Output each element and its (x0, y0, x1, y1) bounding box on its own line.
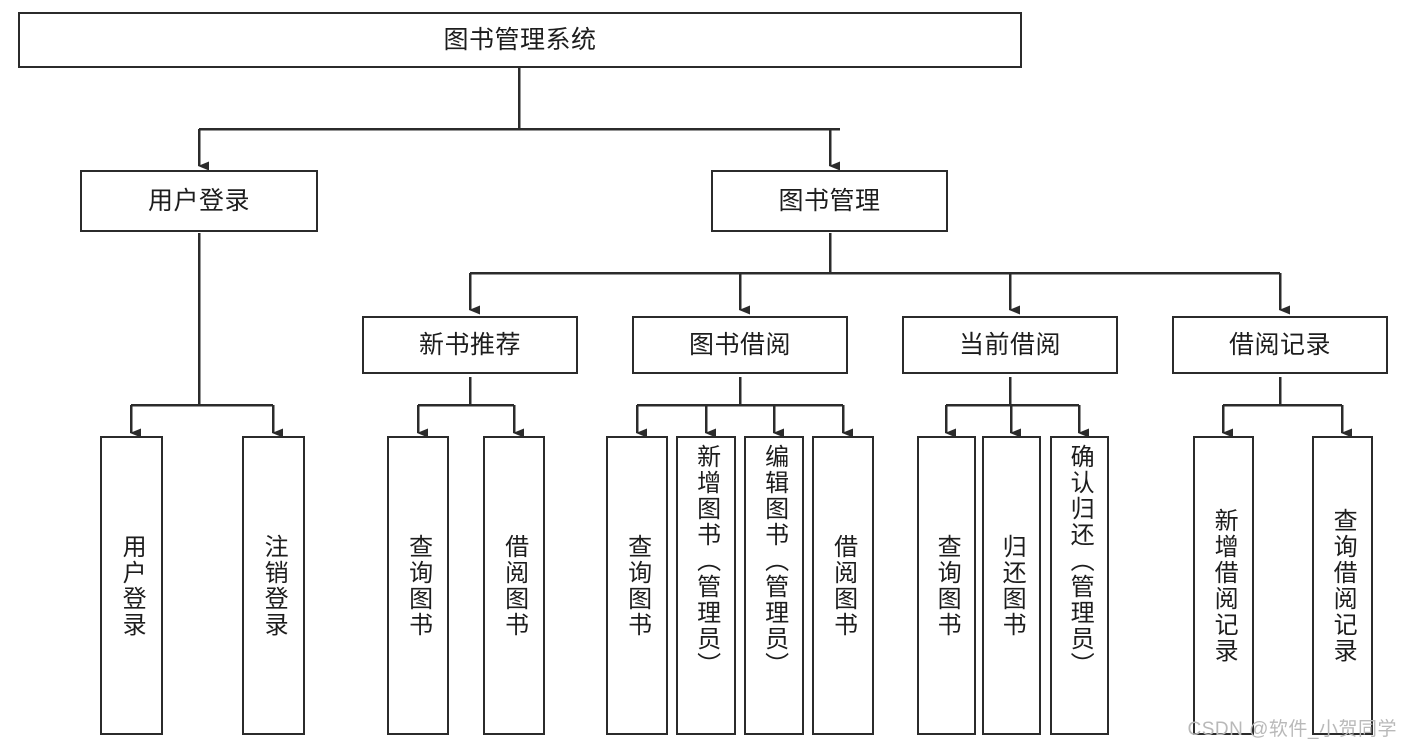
leaf-query-borrow-record[interactable]: 查询借阅记录 (1312, 436, 1373, 735)
watermark-text: CSDN @软件_小贺同学 (1187, 719, 1397, 740)
leaf-query-book-borrow[interactable]: 查询图书 (606, 436, 668, 735)
node-label: 新书推荐 (418, 331, 521, 359)
node-label: 图书管理 (778, 187, 881, 215)
node-label: 新增借阅记录 (1210, 507, 1238, 664)
node-label: 借阅记录 (1228, 331, 1331, 359)
node-label: 查询图书 (933, 533, 961, 638)
leaf-add-book-admin[interactable]: 新增图书（管理员） (676, 436, 736, 735)
leaf-edit-book-admin[interactable]: 编辑图书（管理员） (744, 436, 804, 735)
node-label: 用户登录 (147, 187, 250, 215)
node-label: 注销登录 (260, 533, 288, 638)
node-book-borrow[interactable]: 图书借阅 (632, 316, 848, 374)
node-label: 当前借阅 (958, 331, 1061, 359)
leaf-borrow-book-new-recommend[interactable]: 借阅图书 (483, 436, 545, 735)
node-new-book-recommend[interactable]: 新书推荐 (362, 316, 578, 374)
node-current-borrow[interactable]: 当前借阅 (902, 316, 1118, 374)
leaf-add-borrow-record[interactable]: 新增借阅记录 (1193, 436, 1254, 735)
node-label: 借阅图书 (500, 533, 528, 638)
node-book-management[interactable]: 图书管理 (711, 170, 948, 232)
node-label: 图书借阅 (688, 331, 791, 359)
node-label: 归还图书 (998, 533, 1026, 638)
node-borrow-record[interactable]: 借阅记录 (1172, 316, 1388, 374)
leaf-return-book[interactable]: 归还图书 (982, 436, 1041, 735)
node-user-login[interactable]: 用户登录 (80, 170, 318, 232)
node-label: 借阅图书 (829, 533, 857, 638)
leaf-confirm-return-admin[interactable]: 确认归还（管理员） (1050, 436, 1109, 735)
leaf-logout[interactable]: 注销登录 (242, 436, 305, 735)
node-label: 图书管理系统 (443, 26, 597, 54)
leaf-user-login[interactable]: 用户登录 (100, 436, 163, 735)
node-label: 查询图书 (404, 533, 432, 638)
node-label: 新增图书（管理员） (692, 444, 720, 678)
leaf-borrow-book[interactable]: 借阅图书 (812, 436, 874, 735)
node-label: 确认归还（管理员） (1066, 444, 1094, 678)
leaf-query-book-current[interactable]: 查询图书 (917, 436, 976, 735)
node-label: 查询图书 (623, 533, 651, 638)
node-label: 用户登录 (118, 533, 146, 638)
node-root-book-management-system[interactable]: 图书管理系统 (18, 12, 1022, 68)
node-label: 编辑图书（管理员） (760, 444, 788, 678)
leaf-query-book-new-recommend[interactable]: 查询图书 (387, 436, 449, 735)
node-label: 查询借阅记录 (1329, 507, 1357, 664)
